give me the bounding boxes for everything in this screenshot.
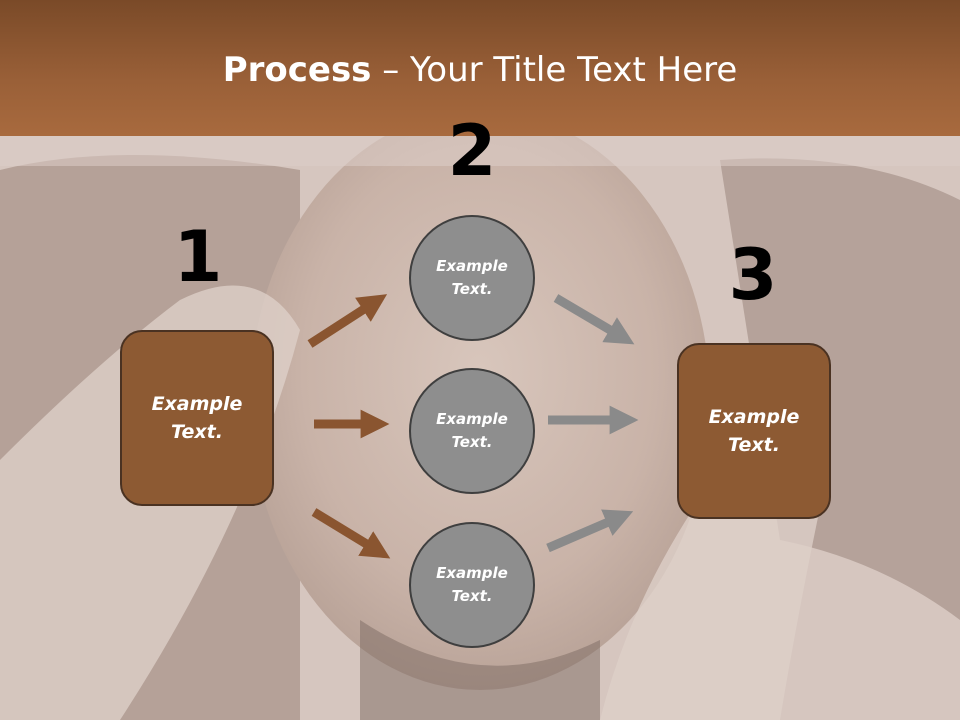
title-bold: Process [222, 50, 372, 90]
arrow-bottom-to-3 [546, 509, 634, 553]
step-2-circle-bottom: Example Text. [409, 522, 535, 648]
step-2-circle-middle: Example Text. [409, 368, 535, 494]
title-rest: – Your Title Text Here [371, 50, 738, 90]
step-number-3: 3 [728, 234, 778, 316]
arrow-1-to-bottom [311, 508, 391, 559]
step-2-circle-top: Example Text. [409, 215, 535, 341]
step-1-box: Example Text. [120, 330, 274, 506]
arrow-1-to-top [307, 294, 388, 348]
slide-title: Process – Your Title Text Here [0, 50, 960, 90]
title-bar [0, 0, 960, 136]
step-number-2: 2 [447, 110, 497, 192]
step-3-box: Example Text. [677, 343, 831, 519]
step-number-1: 1 [173, 216, 223, 298]
header-band [0, 136, 960, 166]
arrow-top-to-3 [553, 294, 635, 345]
